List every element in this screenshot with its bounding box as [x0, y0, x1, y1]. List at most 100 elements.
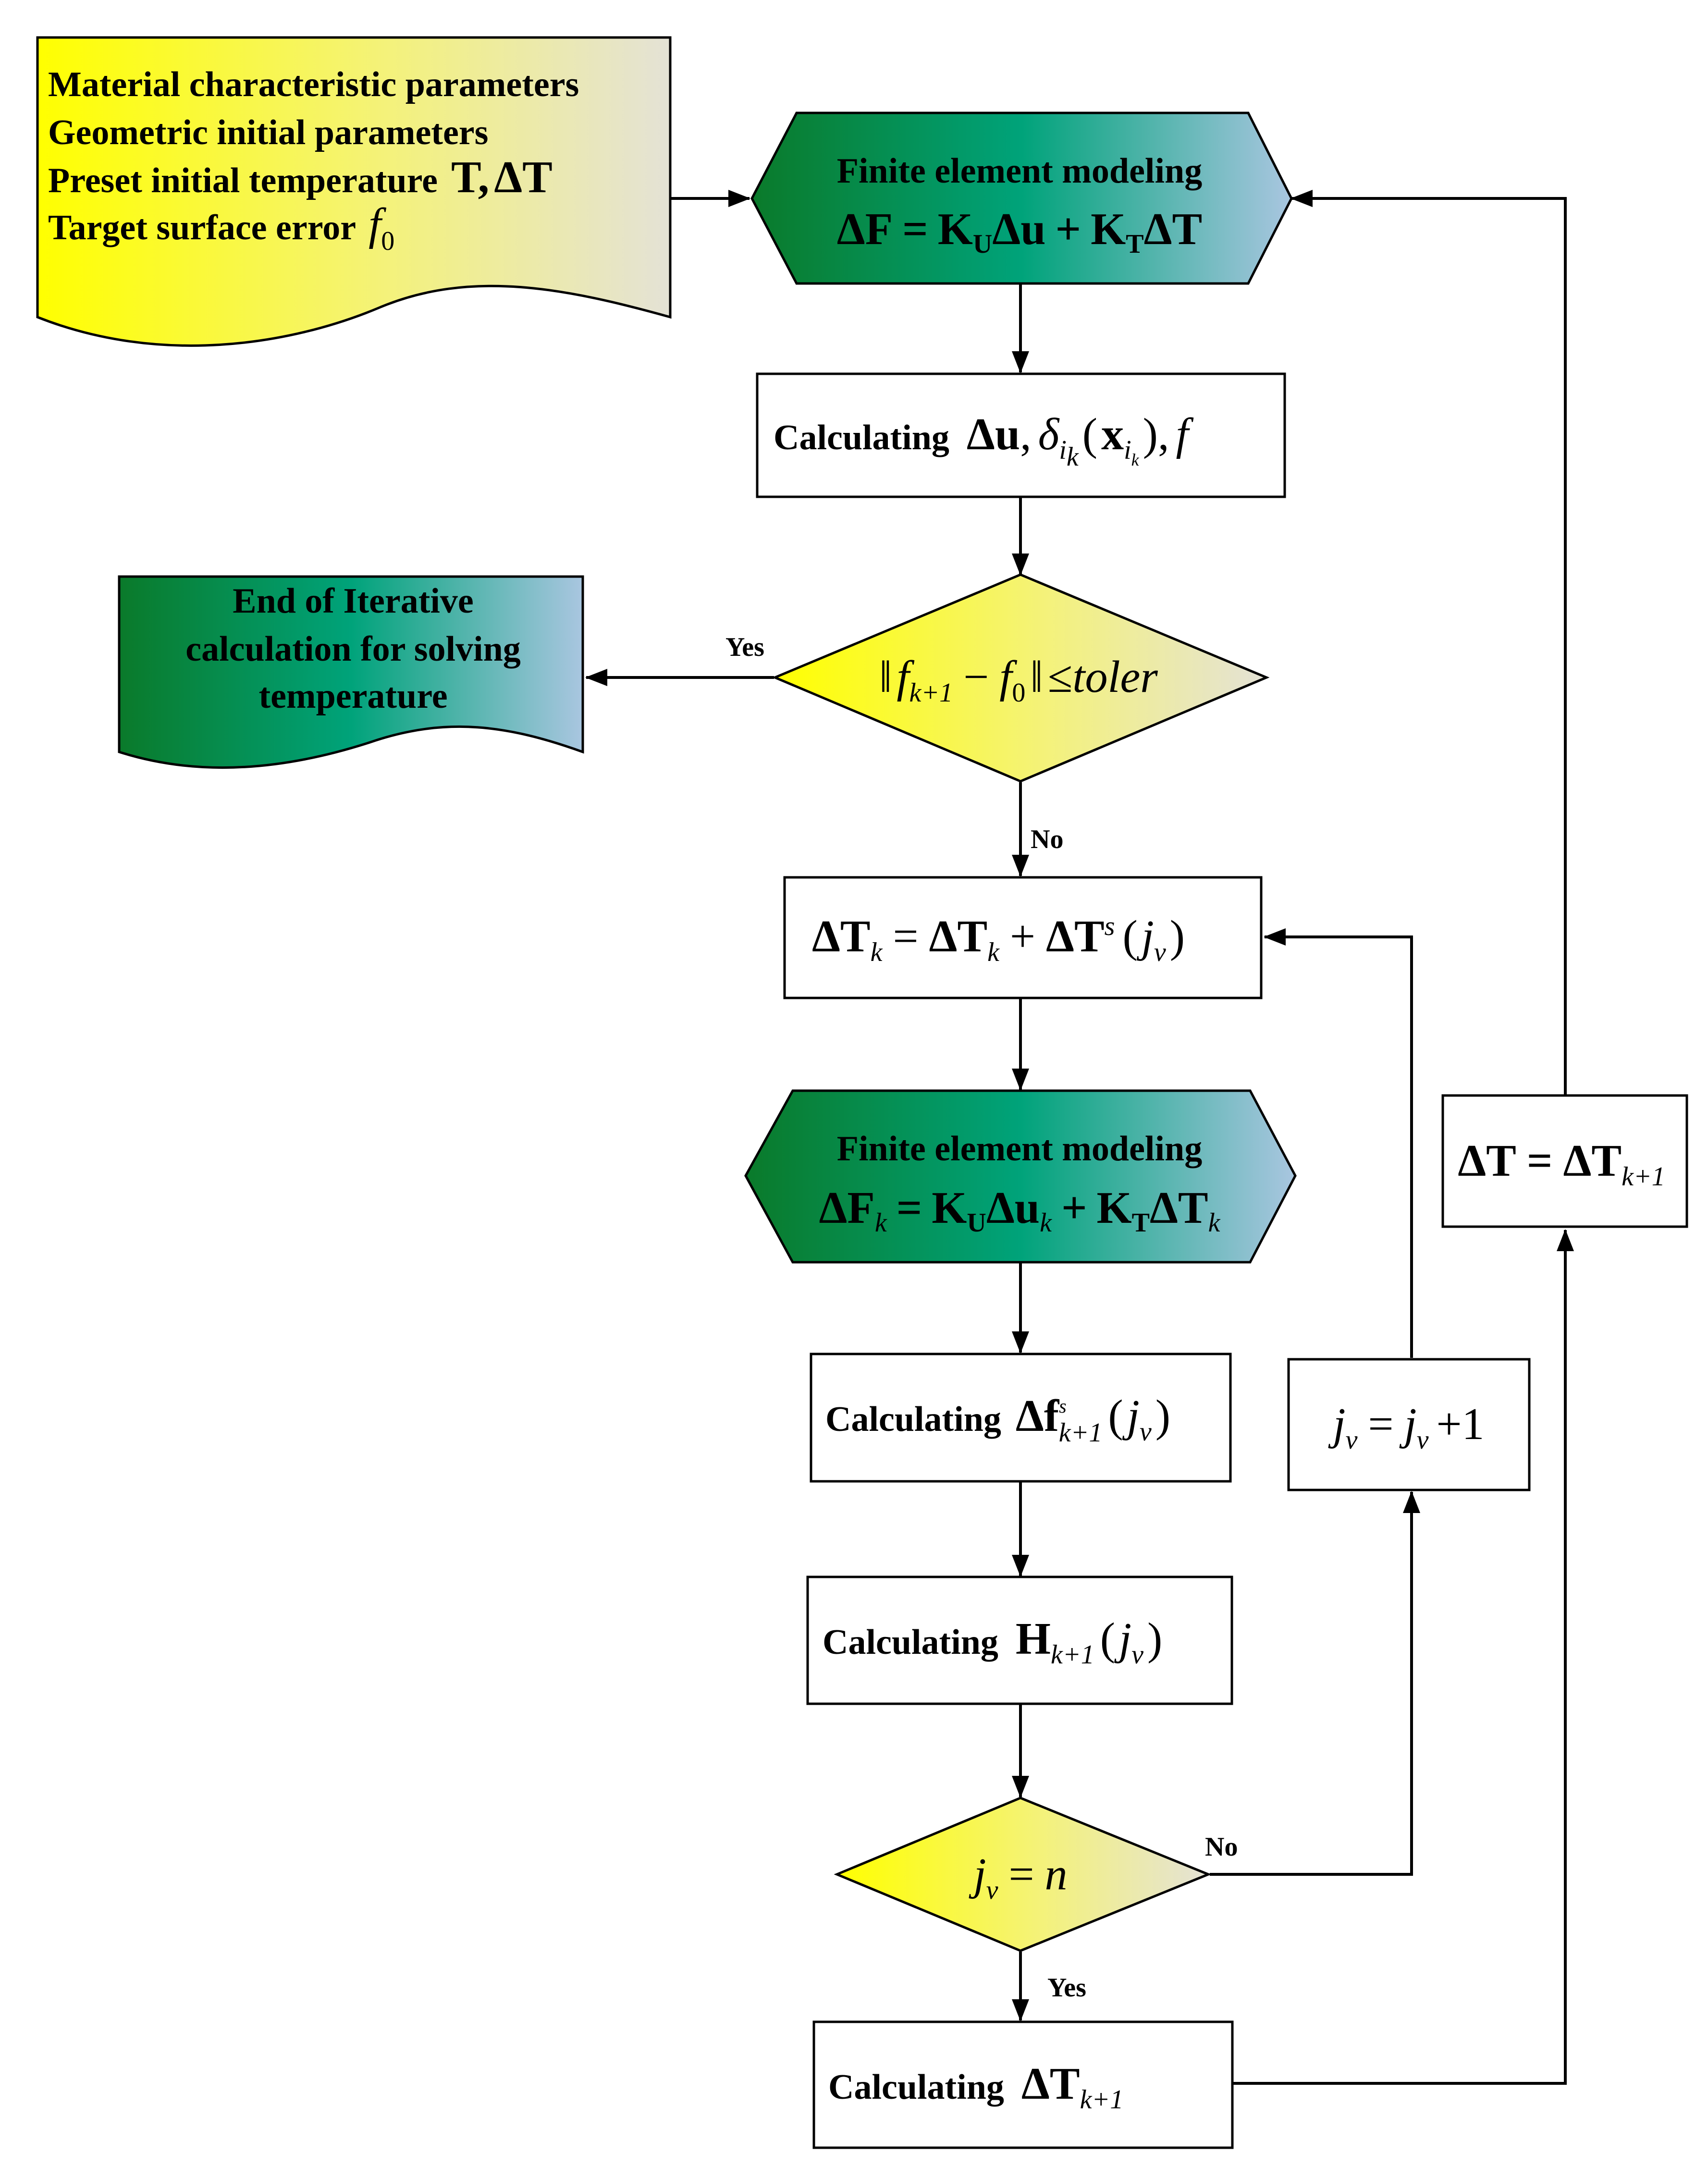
- update-equation: ΔTk=ΔTk+ΔTs(jv): [812, 911, 1185, 967]
- label-no-1: No: [1031, 824, 1063, 854]
- update-paren-left: (: [1122, 911, 1137, 961]
- fem1-eq-K1: K: [938, 204, 973, 254]
- update-box: ΔTk=ΔTk+ΔTs(jv): [783, 876, 1263, 999]
- decision1-f-sub: k+1: [909, 678, 953, 708]
- calc1-comma1: ,: [1020, 409, 1032, 459]
- arrow-dt-to-fem1: [1290, 190, 1567, 1095]
- jv-j2-sub: v: [1417, 1425, 1429, 1455]
- decision1-condition: ‖fk+1−f0‖≤toler: [879, 652, 1158, 708]
- fem2-plus: +: [1061, 1183, 1087, 1233]
- decision1-f0-sub: 0: [1012, 678, 1025, 708]
- decision1-norm-right: ‖: [1030, 652, 1043, 702]
- calc2-j-sub: v: [1140, 1417, 1152, 1447]
- decision1-le: ≤: [1048, 652, 1073, 702]
- dt-assign-equation: ΔT=ΔTk+1: [1458, 1136, 1665, 1192]
- calc1-comma2: ,: [1158, 409, 1169, 459]
- fem2-K1: K: [932, 1183, 967, 1233]
- calc3-paren-right: ): [1147, 1614, 1162, 1664]
- calc1-x-subsub: k: [1131, 450, 1140, 469]
- update-paren-right: ): [1170, 911, 1185, 961]
- calc3-H-sub: k+1: [1051, 1640, 1094, 1670]
- update-lhs-sub: k: [871, 937, 883, 967]
- decision1-norm-left: ‖: [879, 652, 892, 702]
- label-yes-2: Yes: [1047, 1973, 1086, 2003]
- jv-plus-one: +1: [1436, 1399, 1484, 1449]
- arrow-calc4-to-dt: [1232, 1229, 1574, 2085]
- fem2-K2-sub: T: [1132, 1208, 1150, 1238]
- fem1-eq-dT: ΔT: [1144, 204, 1203, 254]
- calc4-dT-sub: k+1: [1080, 2085, 1124, 2115]
- dt-assign-box: ΔT=ΔTk+1: [1441, 1094, 1688, 1228]
- label-no-2: No: [1205, 1832, 1238, 1862]
- fem2-du-sub: k: [1040, 1208, 1052, 1238]
- calc2-df: Δf: [1016, 1391, 1060, 1441]
- fem1-eq-K2: K: [1091, 204, 1126, 254]
- decision1-minus: −: [963, 652, 989, 702]
- fem1-eq-equals: =: [902, 204, 928, 254]
- fem1-title: Finite element modeling: [837, 151, 1202, 191]
- calc2-df-sub: k+1: [1059, 1418, 1103, 1448]
- fem1-equation: ΔF=KUΔu+KTΔT: [837, 204, 1202, 259]
- fem1-eq-K2-sub: T: [1126, 229, 1143, 259]
- fem1-eq-K1-sub: U: [973, 229, 992, 259]
- calc1-du: Δu: [967, 409, 1020, 459]
- input-math-sep: ,: [478, 152, 490, 202]
- update-lhs: ΔT: [812, 911, 871, 961]
- fem2-title: Finite element modeling: [837, 1129, 1202, 1169]
- fem2-du: Δu: [986, 1183, 1040, 1233]
- update-equals: =: [893, 911, 919, 961]
- fem2-hexagon: Finite element modeling ΔFk=KUΔuk+KTΔTk: [744, 1089, 1297, 1264]
- decision1-diamond: ‖fk+1−f0‖≤toler: [772, 573, 1270, 783]
- calc2-paren-left: (: [1108, 1391, 1123, 1441]
- fem2-K2: K: [1097, 1183, 1132, 1233]
- decision2-diamond: jv=n: [834, 1797, 1212, 1952]
- input-math-T: T: [451, 152, 481, 202]
- jv-j-sub: v: [1346, 1425, 1358, 1455]
- connectors: [585, 190, 1574, 2085]
- calc2-label: Calculating: [825, 1400, 1001, 1439]
- calc2-df-sup: s: [1059, 1395, 1067, 1417]
- calc1-x: x: [1101, 409, 1124, 459]
- end-line-2: calculation for solving: [185, 629, 521, 669]
- end-document-box: End of Iterative calculation for solving…: [118, 575, 584, 769]
- update-j-sub: v: [1154, 937, 1166, 967]
- calc1-delta-subsub: k: [1067, 442, 1079, 472]
- dt-rhs: ΔT: [1563, 1136, 1622, 1186]
- calc3-j-sub: v: [1131, 1640, 1143, 1670]
- dt-equals: =: [1527, 1136, 1553, 1186]
- calc4-label: Calculating: [828, 2067, 1004, 2107]
- end-line-1: End of Iterative: [233, 581, 474, 621]
- calc1-delta-sub: i: [1059, 435, 1067, 465]
- input-line-geometric: Geometric initial parameters: [48, 113, 488, 152]
- calc1-label: Calculating: [774, 418, 949, 457]
- input-math-f-sub: 0: [381, 226, 394, 256]
- jv-equals: =: [1368, 1399, 1393, 1449]
- fem2-dT-sub: k: [1208, 1208, 1221, 1238]
- update-plus: +: [1010, 911, 1035, 961]
- calc4-box: Calculating ΔTk+1: [812, 2020, 1234, 2149]
- calc1-delta: δ: [1038, 409, 1060, 459]
- dt-rhs-sub: k+1: [1622, 1162, 1665, 1192]
- calc3-paren-left: (: [1100, 1614, 1115, 1664]
- update-rhs2-sup: s: [1105, 911, 1115, 941]
- calc2-paren-right: ): [1155, 1391, 1170, 1441]
- input-line-preset-temp: Preset initial temperature T,ΔT: [48, 152, 553, 202]
- calc1-paren-right: ): [1143, 409, 1158, 459]
- calc4-dT: ΔT: [1021, 2059, 1080, 2109]
- decision1-toler: toler: [1072, 652, 1158, 702]
- end-line-3: temperature: [258, 677, 447, 716]
- input-math-dT: ΔT: [494, 152, 553, 202]
- decision2-condition: jv=n: [969, 1849, 1068, 1905]
- input-document-box: Material characteristic parameters Geome…: [36, 36, 672, 347]
- fem2-lhs-sub: k: [875, 1208, 887, 1238]
- input-preset-text: Preset initial temperature: [48, 161, 438, 200]
- fem2-equation: ΔFk=KUΔuk+KTΔTk: [819, 1183, 1220, 1238]
- input-line-material: Material characteristic parameters: [48, 65, 579, 104]
- update-rhs1-sub: k: [987, 937, 1000, 967]
